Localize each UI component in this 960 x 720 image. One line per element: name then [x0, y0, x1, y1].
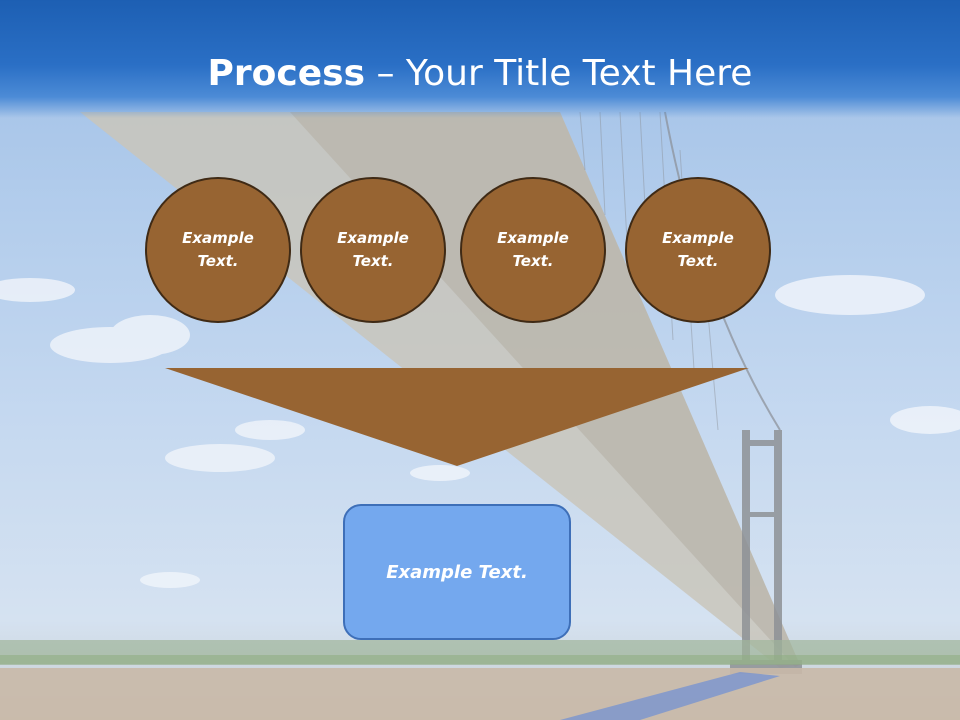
process-circle-3-label: Example Text.	[497, 229, 569, 270]
down-arrow-icon	[165, 368, 749, 466]
title-rest: – Your Title Text Here	[365, 53, 753, 94]
process-circle-1: Example Text.	[145, 177, 291, 323]
process-circle-2-label: Example Text.	[337, 229, 409, 270]
title-bold-word: Process	[207, 53, 366, 94]
slide-title: Process – Your Title Text Here	[0, 50, 960, 98]
result-box: Example Text.	[343, 504, 571, 640]
process-circle-4-label: Example Text.	[662, 229, 734, 270]
result-box-label: Example Text.	[386, 561, 528, 583]
title-bar	[0, 0, 960, 118]
process-circle-3: Example Text.	[460, 177, 606, 323]
process-circle-2: Example Text.	[300, 177, 446, 323]
process-circle-1-label: Example Text.	[182, 229, 254, 270]
process-circle-4: Example Text.	[625, 177, 771, 323]
